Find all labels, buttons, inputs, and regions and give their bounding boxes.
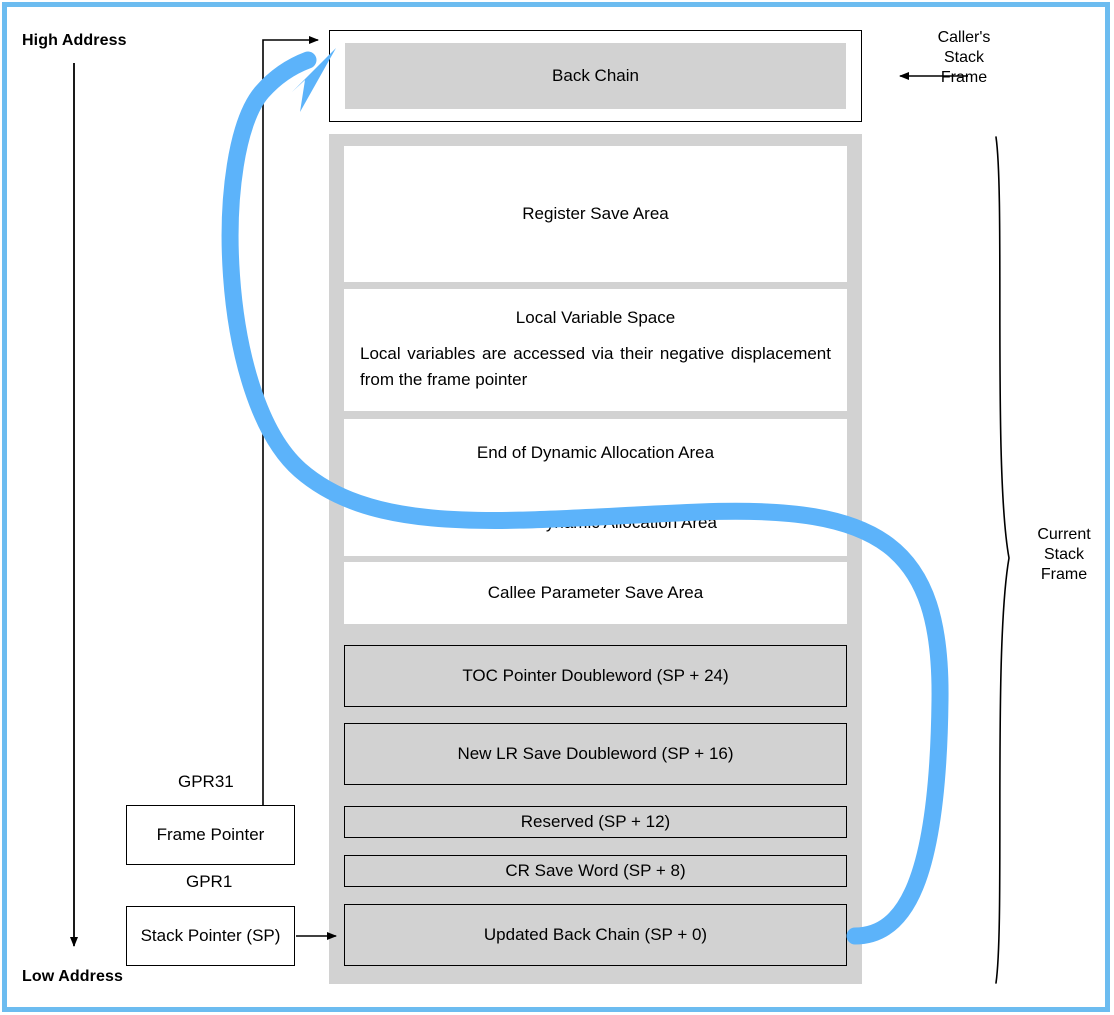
slot-dynamic-allocation-end-label: End of Dynamic Allocation Area (476, 443, 715, 462)
slot-local-variable-space[interactable]: Local Variable Space Local variables are… (344, 289, 847, 411)
slot-register-save-area-label: Register Save Area (522, 203, 669, 223)
frame-pointer-box[interactable]: Frame Pointer (126, 805, 295, 865)
caller-stack-frame: Back Chain (329, 30, 862, 122)
slot-new-lr-save-doubleword-label: New LR Save Doubleword (SP + 16) (457, 743, 734, 763)
stack-pointer-label: Stack Pointer (SP) (140, 926, 281, 945)
slot-back-chain-label: Back Chain (552, 65, 639, 85)
slot-register-save-area[interactable]: Register Save Area (344, 146, 847, 282)
frame-pointer-label: Frame Pointer (156, 825, 265, 844)
slot-dynamic-allocation-area[interactable]: End of Dynamic Allocation Area Start of … (344, 419, 847, 556)
low-address-label: Low Address (22, 968, 123, 985)
current-stack-frame-label: Current Stack Frame (1037, 526, 1091, 583)
slot-reserved-label: Reserved (SP + 12) (520, 811, 671, 831)
gpr1-label: GPR1 (186, 872, 233, 891)
slot-updated-back-chain[interactable]: Updated Back Chain (SP + 0) (344, 904, 847, 966)
slot-callee-parameter-save-area-label: Callee Parameter Save Area (487, 582, 704, 602)
frame-pointer-connector (262, 36, 319, 805)
slot-callee-parameter-save-area[interactable]: Callee Parameter Save Area (344, 562, 847, 624)
slot-toc-pointer-doubleword[interactable]: TOC Pointer Doubleword (SP + 24) (344, 645, 847, 707)
callers-stack-frame-label: Caller's Stack Frame (937, 29, 991, 86)
slot-reserved[interactable]: Reserved (SP + 12) (344, 806, 847, 838)
current-stack-frame-brace (995, 136, 1010, 984)
stack-pointer-box[interactable]: Stack Pointer (SP) (126, 906, 295, 966)
gpr31-label: GPR31 (178, 772, 234, 791)
slot-dynamic-allocation-start-label: Start of Dynamic Allocation Area (474, 513, 717, 532)
slot-new-lr-save-doubleword[interactable]: New LR Save Doubleword (SP + 16) (344, 723, 847, 785)
slot-local-variable-space-label: Local Variable Space (515, 307, 676, 327)
slot-cr-save-word-label: CR Save Word (SP + 8) (505, 860, 686, 880)
slot-back-chain[interactable]: Back Chain (345, 43, 846, 109)
slot-local-variable-space-body: Local variables are accessed via their n… (360, 343, 831, 390)
slot-toc-pointer-doubleword-label: TOC Pointer Doubleword (SP + 24) (462, 665, 729, 685)
high-address-label: High Address (22, 32, 127, 49)
slot-cr-save-word[interactable]: CR Save Word (SP + 8) (344, 855, 847, 887)
current-stack-frame: Register Save Area Local Variable Space … (329, 134, 862, 984)
slot-updated-back-chain-label: Updated Back Chain (SP + 0) (483, 924, 708, 944)
